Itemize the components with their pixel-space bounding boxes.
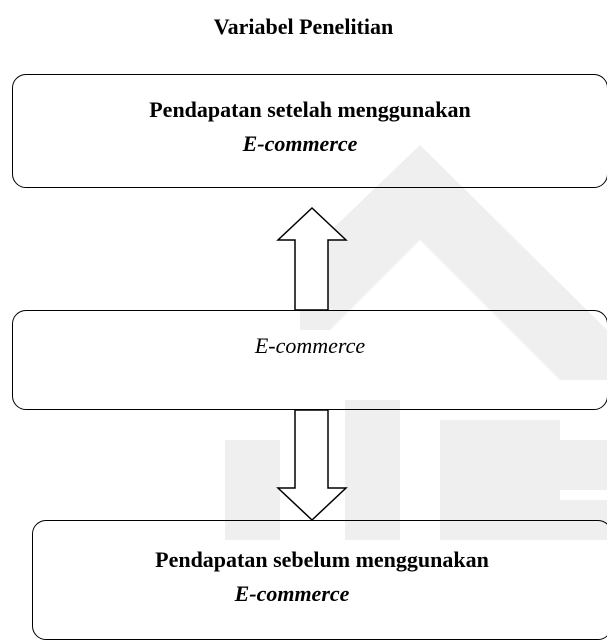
arrow-down — [276, 409, 348, 522]
box-ecommerce-label: E-commerce — [254, 333, 366, 358]
page-title: Variabel Penelitian — [213, 14, 394, 39]
arrow-up — [276, 206, 348, 311]
box-income-after-sublabel: E-commerce — [242, 131, 358, 156]
box-income-before-label: Pendapatan sebelum menggunakan — [155, 547, 489, 572]
box-income-after-label: Pendapatan setelah menggunakan — [149, 97, 471, 122]
box-income-after: Pendapatan setelah menggunakan E-commerc… — [12, 74, 607, 188]
box-income-before-sublabel: E-commerce — [234, 581, 350, 606]
